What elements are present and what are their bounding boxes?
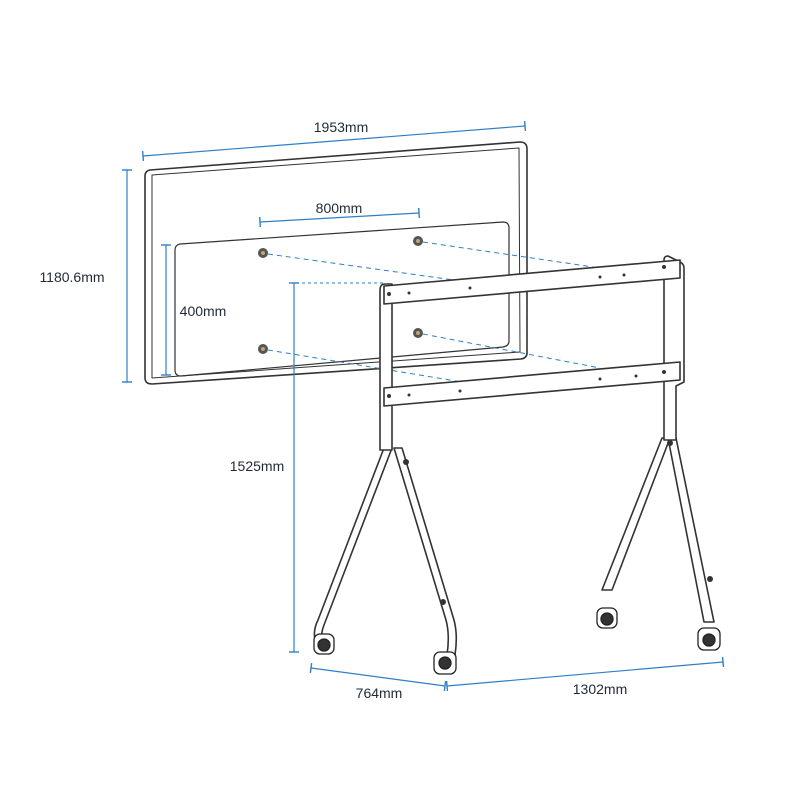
stand-rear-leg-right <box>667 437 715 623</box>
vesa-hole-top-left <box>258 248 268 258</box>
stand-front-leg-left <box>313 447 393 644</box>
stand-fasteners <box>387 265 713 605</box>
caster-rear-left <box>596 607 618 629</box>
label-vesa-vertical: 400mm <box>180 303 227 319</box>
dim-line-base-depth <box>309 662 447 692</box>
tv-panel-outer-frame <box>144 141 528 385</box>
caster-front-left <box>313 633 335 655</box>
dim-line-screen-width <box>141 120 527 162</box>
label-screen-height: 1180.6mm <box>39 269 104 285</box>
label-base-width: 1302mm <box>573 681 627 697</box>
dim-line-vesa-horizontal <box>259 207 420 228</box>
tv-panel-inner-edge <box>151 147 521 379</box>
stand-bottom-crossbar <box>383 361 681 407</box>
stand-top-crossbar <box>383 259 681 305</box>
dim-line-base-width <box>445 656 725 692</box>
caster-rear-right <box>697 627 721 651</box>
mount-projection-lines <box>267 241 601 384</box>
stand-upright-right <box>663 255 685 441</box>
stand-front-leg-right <box>393 447 458 656</box>
vesa-hole-bottom-left <box>258 344 268 354</box>
label-overall-height: 1525mm <box>230 458 284 474</box>
stand-upright-left <box>379 283 393 451</box>
label-screen-width: 1953mm <box>314 119 368 135</box>
vesa-hole-bottom-right <box>413 328 423 338</box>
caster-front-right <box>433 651 457 675</box>
caster-wheels <box>313 607 721 675</box>
stand-rear-leg-left <box>601 437 671 591</box>
vesa-holes <box>258 236 423 354</box>
dimension-lines <box>122 120 725 692</box>
vesa-hole-top-right <box>413 236 423 246</box>
tv-panel <box>144 141 528 385</box>
label-base-depth: 764mm <box>356 685 403 701</box>
vesa-mount-plate <box>174 221 510 377</box>
label-vesa-horizontal: 800mm <box>316 200 363 216</box>
stand <box>313 255 715 656</box>
